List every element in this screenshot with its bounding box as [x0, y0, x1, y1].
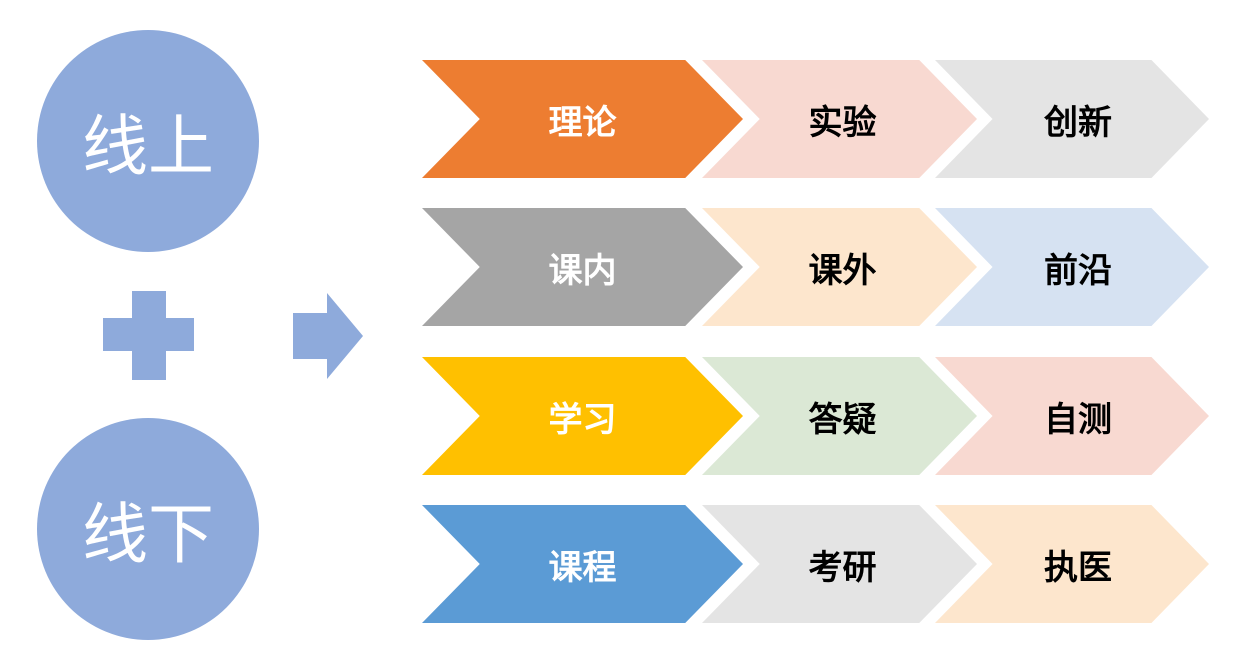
offline-label: 线下 [82, 496, 214, 573]
plus-vertical-bar [132, 291, 166, 380]
chevron-step: 答疑 [702, 357, 977, 475]
chevron-step: 理论 [422, 60, 743, 178]
chevron-step: 课程 [422, 505, 743, 623]
step-label: 答疑 [808, 399, 877, 440]
chevron-step: 学习 [422, 357, 743, 475]
online-circle: 线上 [37, 30, 259, 252]
arrow-right-icon [293, 293, 363, 379]
step-label: 理论 [548, 102, 617, 143]
chevron-step: 实验 [702, 60, 977, 178]
step-label: 前沿 [1044, 250, 1112, 291]
online-label: 线上 [82, 108, 214, 185]
step-label: 课程 [548, 547, 617, 588]
step-label: 课外 [808, 250, 877, 291]
step-label: 学习 [548, 399, 617, 440]
offline-circle: 线下 [37, 418, 259, 640]
arrow-right-shape [293, 293, 363, 379]
step-label: 考研 [808, 547, 877, 588]
step-label: 执医 [1044, 547, 1112, 588]
chevron-step: 课外 [702, 208, 977, 326]
chevron-step: 创新 [935, 60, 1209, 178]
chevron-step: 考研 [702, 505, 977, 623]
step-label: 自测 [1044, 399, 1112, 440]
step-label: 课内 [548, 250, 617, 291]
chevron-step: 课内 [422, 208, 743, 326]
step-label: 创新 [1044, 102, 1112, 143]
step-label: 实验 [808, 102, 877, 143]
